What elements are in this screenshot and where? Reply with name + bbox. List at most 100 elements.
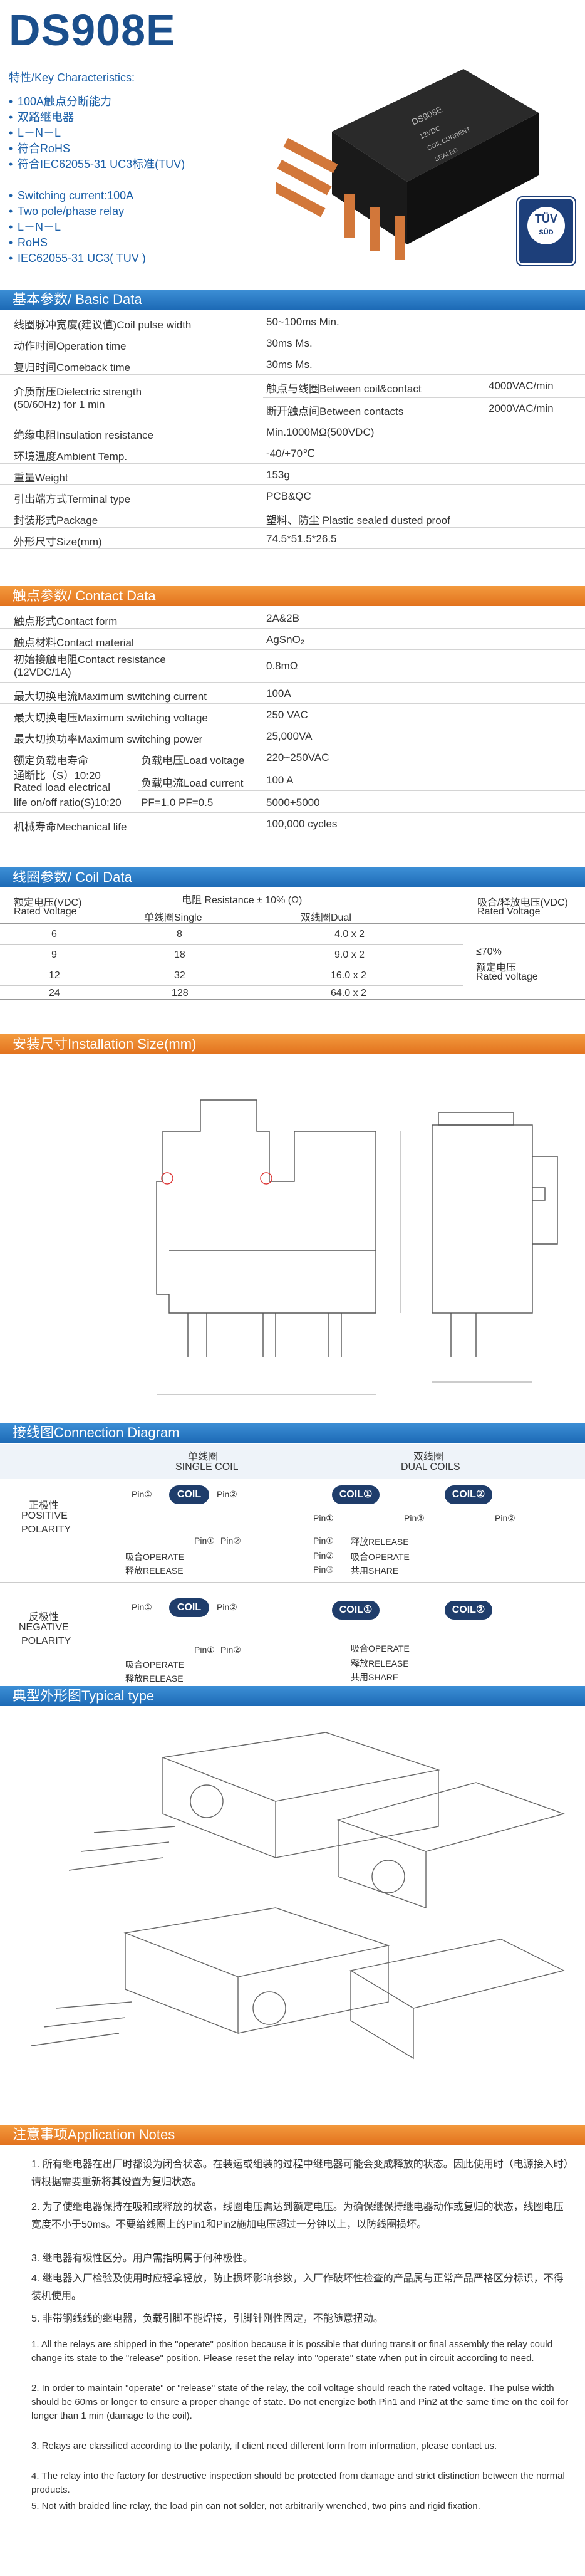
basic-label: 绝缘电阻Insulation resistance: [14, 429, 153, 441]
note-en: 2. In order to maintain "operate" or "re…: [31, 2383, 569, 2421]
basic-value: 30ms Ms.: [266, 359, 313, 370]
life-label: Rated load electrical: [14, 782, 111, 793]
release-label: 释放RELEASE: [125, 1673, 184, 1683]
basic-label: 介质耐压Dielectric strength (50/60Hz) for 1 …: [14, 386, 142, 411]
note-cn: 1. 所有继电器在出厂时都设为闭合状态。在装运或组装的过程中继电器可能会变成释放…: [31, 2159, 569, 2187]
note-en: 3. Relays are classified according to th…: [31, 2441, 497, 2451]
feature-item: 符合RoHS: [9, 141, 185, 157]
coil-dual-res: 4.0 x 2: [334, 929, 365, 940]
negative-polarity-cn: 反极性: [29, 1612, 60, 1623]
feature-item: L－N－L: [9, 219, 146, 235]
mech-life-value: 100,000 cycles: [266, 818, 338, 830]
electrical-life-row: 额定负载电寿命 通断比（S）10:20 Rated load electrica…: [0, 746, 585, 813]
tuv-sud-mark: SÜD: [539, 229, 554, 236]
basic-label: 引出端方式Terminal type: [14, 493, 131, 505]
load-current-label: 负载电流Load current: [141, 777, 244, 789]
feature-item: 双路继电器: [9, 110, 185, 125]
contact-label: 触点材料Contact material: [14, 637, 134, 649]
coil-single-res: 18: [174, 950, 185, 960]
load-voltage-label: 负载电压Load voltage: [141, 755, 245, 767]
contact-label: 初始接触电阻Contact resistance (12VDC/1A): [14, 654, 166, 678]
basic-value: 30ms Ms.: [266, 337, 313, 349]
coil-header-dual: 双线圈Dual: [301, 913, 351, 923]
relay-product-image: DS908E 12VDC COIL CURRENT SEALED: [276, 69, 539, 260]
basic-value: 塑料、防尘 Plastic sealed dusted proof: [266, 515, 450, 526]
life-label: 通断比（S）10:20: [14, 770, 101, 782]
note-cn: 3. 继电器有极性区分。用户需指明属于何种极性。: [31, 2253, 253, 2264]
coil-rated-voltage: 12: [49, 970, 60, 981]
section-typical-header: 典型外形图Typical type: [0, 1686, 585, 1706]
tuv-certification-badge: TÜV SÜD: [517, 197, 575, 265]
coil-rated-voltage: 9: [51, 950, 57, 960]
tuv-mark: TÜV: [535, 212, 557, 225]
pin-label: Pin①: [313, 1513, 334, 1523]
features-cn-list: 100A触点分断能力 双路继电器 L－N－L 符合RoHS 符合IEC62055…: [9, 94, 185, 172]
release-label: 释放RELEASE: [351, 1537, 409, 1547]
single-coil-cn: 单线圈: [188, 1452, 219, 1462]
connection-diagram: 单线圈 SINGLE COIL 双线圈 DUAL COILS 正极性 POSIT…: [0, 1444, 585, 1683]
dielectric-sub-label: 断开触点间Between contacts: [266, 406, 404, 417]
release-label: 释放RELEASE: [351, 1658, 409, 1668]
contact-label: 最大切换功率Maximum switching power: [14, 733, 203, 745]
section-notes-header: 注意事项Application Notes: [0, 2125, 585, 2145]
pin-col-label: Pin①: [194, 1536, 215, 1546]
operate-label: 吸合OPERATE: [351, 1643, 410, 1653]
contact-value: 100A: [266, 688, 291, 699]
feature-item: Switching current:100A: [9, 188, 146, 204]
coil-rated-voltage: 6: [51, 929, 57, 940]
coil1-symbol: COIL①: [332, 1601, 380, 1620]
typical-type-drawing: [31, 1732, 566, 2060]
basic-label: 复归时间Comeback time: [14, 362, 131, 374]
positive-polarity-cn: 正极性: [29, 1500, 60, 1511]
contact-label: 最大切换电压Maximum switching voltage: [14, 712, 208, 724]
section-basic-header: 基本参数/ Basic Data: [0, 290, 585, 310]
single-coil-en: SINGLE COIL: [175, 1462, 239, 1472]
basic-label: 环境温度Ambient Temp.: [14, 451, 128, 463]
share-label: 共用SHARE: [351, 1672, 399, 1682]
power-factor-label: PF=1.0 PF=0.5: [141, 797, 214, 809]
basic-label: 外形尺寸Size(mm): [14, 536, 102, 548]
coil-symbol: COIL: [169, 1598, 209, 1617]
dual-coil-en: DUAL COILS: [401, 1462, 460, 1472]
dielectric-value: 2000VAC/min: [489, 402, 554, 414]
positive-polarity-en: POLARITY: [21, 1524, 71, 1535]
contact-value: 0.8mΩ: [266, 660, 298, 672]
features-heading: 特性/Key Characteristics:: [9, 71, 135, 84]
coil-release-note: Rated voltage: [476, 971, 538, 982]
note-en: 5. Not with braided line relay, the load…: [31, 2501, 480, 2511]
basic-label: 封装形式Package: [14, 515, 98, 526]
feature-item: L－N－L: [9, 125, 185, 141]
mech-life-label: 机械寿命Mechanical life: [14, 821, 127, 833]
pin-label: Pin②: [217, 1489, 237, 1499]
note-cn: 4. 继电器入厂检验及使用时应轻拿轻放，防止损坏影响参数，入厂作破坏性检查的产品…: [31, 2273, 564, 2301]
feature-item: IEC62055-31 UC3( TUV ): [9, 251, 146, 266]
contact-value: 25,000VA: [266, 730, 313, 742]
pin-label: Pin①: [132, 1489, 152, 1499]
pin-col-label: Pin②: [220, 1536, 241, 1546]
pin-col-label: Pin②: [220, 1645, 241, 1655]
section-install-header: 安装尺寸Installation Size(mm): [0, 1034, 585, 1054]
coil-release-note: 额定电压: [476, 963, 517, 973]
feature-item: RoHS: [9, 235, 146, 251]
product-title: DS908E: [9, 6, 176, 55]
feature-item: 符合IEC62055-31 UC3标准(TUV): [9, 157, 185, 172]
contact-value: 2A&2B: [266, 612, 299, 624]
coil-header-release-en: Rated Voltage: [477, 906, 541, 917]
section-wiring-header: 接线图Connection Diagram: [0, 1423, 585, 1443]
pin-label: Pin③: [404, 1513, 425, 1523]
coil-release-note: ≤70%: [476, 946, 502, 957]
note-en: 1. All the relays are shipped in the "op…: [31, 2339, 552, 2364]
pin-label: Pin①: [132, 1602, 152, 1612]
coil-header-resistance: 电阻 Resistance ± 10% (Ω): [182, 895, 303, 906]
basic-value: PCB&QC: [266, 490, 311, 502]
dual-coil-cn: 双线圈: [413, 1452, 444, 1462]
dielectric-value: 4000VAC/min: [489, 380, 554, 392]
life-cycles-value: 5000+5000: [266, 797, 320, 809]
coil1-symbol: COIL①: [332, 1485, 380, 1504]
basic-value: 50~100ms Min.: [266, 316, 339, 328]
positive-polarity-en: POSITIVE: [21, 1511, 68, 1521]
share-label: 共用SHARE: [351, 1566, 399, 1576]
pin-col-label: Pin①: [194, 1645, 215, 1655]
coil-dual-res: 64.0 x 2: [331, 988, 366, 998]
